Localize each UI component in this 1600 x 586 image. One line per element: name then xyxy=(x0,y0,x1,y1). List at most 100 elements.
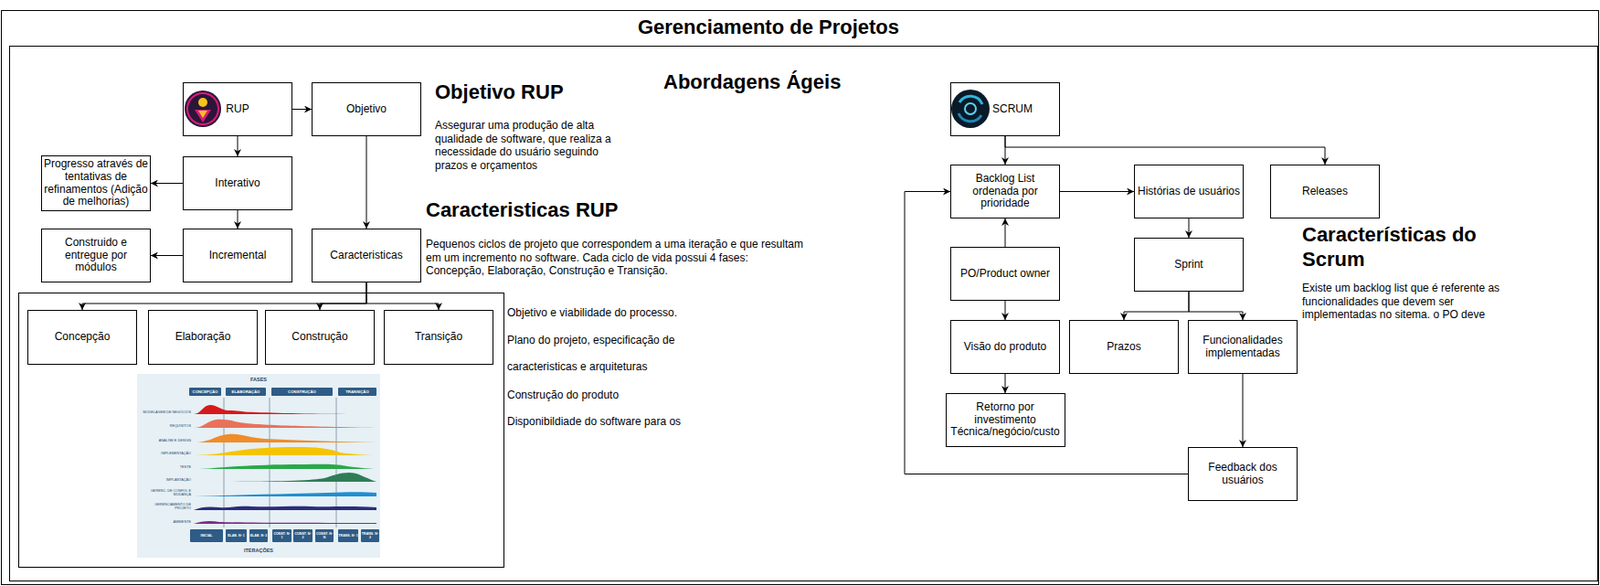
process-box: Transição xyxy=(383,309,494,365)
scrum-logo xyxy=(951,89,990,128)
box-text-group: Sprint xyxy=(1135,258,1242,272)
box-text-group: Histórias de usuários xyxy=(1135,185,1242,199)
phase-note: Plano do projeto, especificação de xyxy=(507,333,675,347)
process-box: Releases xyxy=(1270,164,1380,219)
body-text: Assegurar uma produção de alta qualidade… xyxy=(434,118,623,172)
iteration-bar xyxy=(249,529,268,542)
connector-arrow xyxy=(82,282,367,310)
body-text: Existe um backlog list que é referente a… xyxy=(1302,281,1511,322)
iteration-label: ELAB. Nº 2 xyxy=(249,529,268,542)
box-label: Sprint xyxy=(1135,258,1242,272)
box-label: PO/Product owner xyxy=(952,267,1059,281)
iteration-label: INICIAL xyxy=(190,529,223,542)
process-box: RUP xyxy=(182,82,293,137)
box-text-group: Funcionalidades implementadas xyxy=(1189,334,1296,361)
box-text-group: Interativo xyxy=(184,177,291,191)
connector-arrow xyxy=(1005,373,1007,393)
phase-header: ELABORAÇÃO xyxy=(225,387,266,396)
connector-arrow xyxy=(1005,218,1007,247)
box-text-group: Concepção xyxy=(29,330,136,344)
iteration-bar xyxy=(272,529,292,542)
box-label: Prazos xyxy=(1070,340,1177,354)
box-label: Histórias de usuários xyxy=(1135,185,1242,199)
phases-container xyxy=(19,293,505,568)
discipline-hump xyxy=(193,506,377,510)
box-text-group: Backlog List ordenada por prioridade xyxy=(952,172,1059,211)
connector-arrow xyxy=(237,210,239,229)
box-text-group: Construção xyxy=(266,330,373,344)
box-text-group: Prazos xyxy=(1070,340,1177,354)
phase-note: caracteristicas e arquiteturas xyxy=(507,360,647,373)
discipline-hump xyxy=(193,520,377,524)
inner-frame xyxy=(10,46,1599,582)
box-label: Visão do produto xyxy=(952,340,1059,354)
box-text-group: Visão do produto xyxy=(952,340,1059,354)
process-box: Retorno por investimento Técnica/negócio… xyxy=(945,392,1066,447)
phase-header-bar xyxy=(271,387,333,396)
process-box: Progresso através de tentativas de refin… xyxy=(41,155,151,212)
connector-arrow xyxy=(366,136,368,229)
connector-arrow xyxy=(1005,300,1007,320)
discipline-hump xyxy=(193,446,377,456)
box-label: Objetivo xyxy=(313,103,420,117)
body-text: Pequenos ciclos de projeto que correspon… xyxy=(425,237,810,278)
connector-arrow xyxy=(292,108,312,110)
box-text-group: Elaboração xyxy=(149,330,256,344)
discipline-label: AMBIENTE xyxy=(137,512,191,524)
phase-note: Construção do produto xyxy=(507,388,619,402)
logo-head xyxy=(198,97,208,107)
box-text-group: Progresso através de tentativas de refin… xyxy=(42,158,149,209)
box-label: Feedback dos usuários xyxy=(1189,461,1296,488)
box-label: Caracteristicas xyxy=(313,249,420,263)
phase-header: TRANSIÇÃO xyxy=(338,387,377,396)
logo-ring xyxy=(187,93,219,125)
process-box: Caracteristicas xyxy=(311,228,422,283)
box-label: Backlog List ordenada por prioridade xyxy=(952,172,1059,211)
iteration-bar xyxy=(315,529,334,542)
process-box: PO/Product owner xyxy=(950,246,1060,301)
discipline-label: IMPLANTAÇÃO xyxy=(137,470,191,482)
discipline-label: MODELAGEM DE NEGÓCIOS xyxy=(137,402,191,414)
process-box: Visão do produto xyxy=(950,319,1060,374)
phase-header: CONCEPÇÃO xyxy=(189,387,222,396)
process-box: Construido e entregue por módulos xyxy=(41,228,151,283)
process-box: Feedback dos usuários xyxy=(1187,446,1298,501)
process-box: Prazos xyxy=(1069,319,1179,374)
box-text-group: SCRUM xyxy=(966,103,1059,117)
box-label: Releases xyxy=(1271,185,1378,199)
outer-frame xyxy=(1,10,1600,585)
phase-header-bar xyxy=(189,387,222,396)
iteration-bar xyxy=(293,529,313,542)
connector-group xyxy=(82,109,1325,475)
discipline-label: GERENCIAMENTO DE PROJETO xyxy=(137,498,191,510)
box-text-group: Releases xyxy=(1271,185,1378,199)
box-label: Transição xyxy=(385,330,492,344)
process-box: Funcionalidades implementadas xyxy=(1187,319,1298,374)
phase-header-bar xyxy=(225,387,266,396)
connector-arrow xyxy=(1188,291,1243,320)
connector-arrow xyxy=(1005,136,1325,165)
rup-hump-chart xyxy=(137,373,381,558)
box-text-group: Retorno por investimento Técnica/negócio… xyxy=(950,401,1061,439)
connector-arrow xyxy=(1123,291,1189,320)
box-text-group: Objetivo xyxy=(313,103,420,117)
connector-arrow xyxy=(1188,218,1190,238)
discipline-hump xyxy=(193,404,377,414)
discipline-hump xyxy=(193,419,377,428)
process-box: Incremental xyxy=(182,228,293,283)
discipline-hump xyxy=(193,434,377,443)
box-label: RUP xyxy=(184,103,291,117)
logo-body-inner xyxy=(198,110,208,118)
phase-note: Objetivo e viabilidade do processo. xyxy=(507,306,678,319)
box-label: Retorno por investimento Técnica/negócio… xyxy=(950,401,1061,439)
section-heading: Características do Scrum xyxy=(1302,222,1499,272)
chart-title: FASES xyxy=(137,374,381,383)
box-label: Elaboração xyxy=(149,330,256,344)
section-heading: Caracteristicas RUP xyxy=(425,197,618,223)
box-label: Concepção xyxy=(29,330,136,344)
iteration-bar xyxy=(190,529,223,542)
section-heading: Objetivo RUP xyxy=(434,79,564,105)
discipline-hump xyxy=(193,464,377,469)
discipline-label: GERENC. DE CONFIG. E MUDANÇA xyxy=(137,485,191,497)
phase-header-bar xyxy=(338,387,377,396)
